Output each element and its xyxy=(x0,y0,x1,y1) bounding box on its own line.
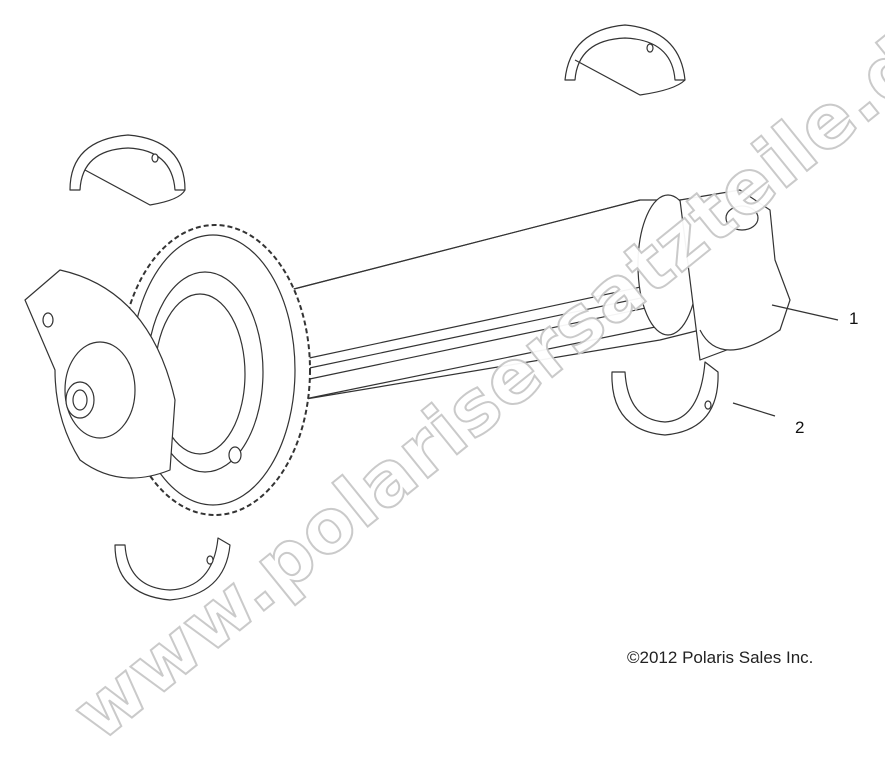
callout-2: 2 xyxy=(795,418,805,437)
camshaft-exploded-diagram xyxy=(24,24,839,601)
bearing-shell-bottom-left xyxy=(114,537,231,601)
callout-1: 1 xyxy=(849,309,859,328)
bearing-shell-right xyxy=(611,361,719,436)
bearing-shell-top-left xyxy=(69,134,186,206)
copyright-notice: ©2012 Polaris Sales Inc. xyxy=(627,648,814,667)
leader-line-2 xyxy=(732,402,776,417)
leader-line-1 xyxy=(771,304,839,321)
counterweight-plate xyxy=(24,269,176,479)
bearing-shell-top-right xyxy=(564,24,686,96)
camshaft-shaft xyxy=(289,189,791,401)
